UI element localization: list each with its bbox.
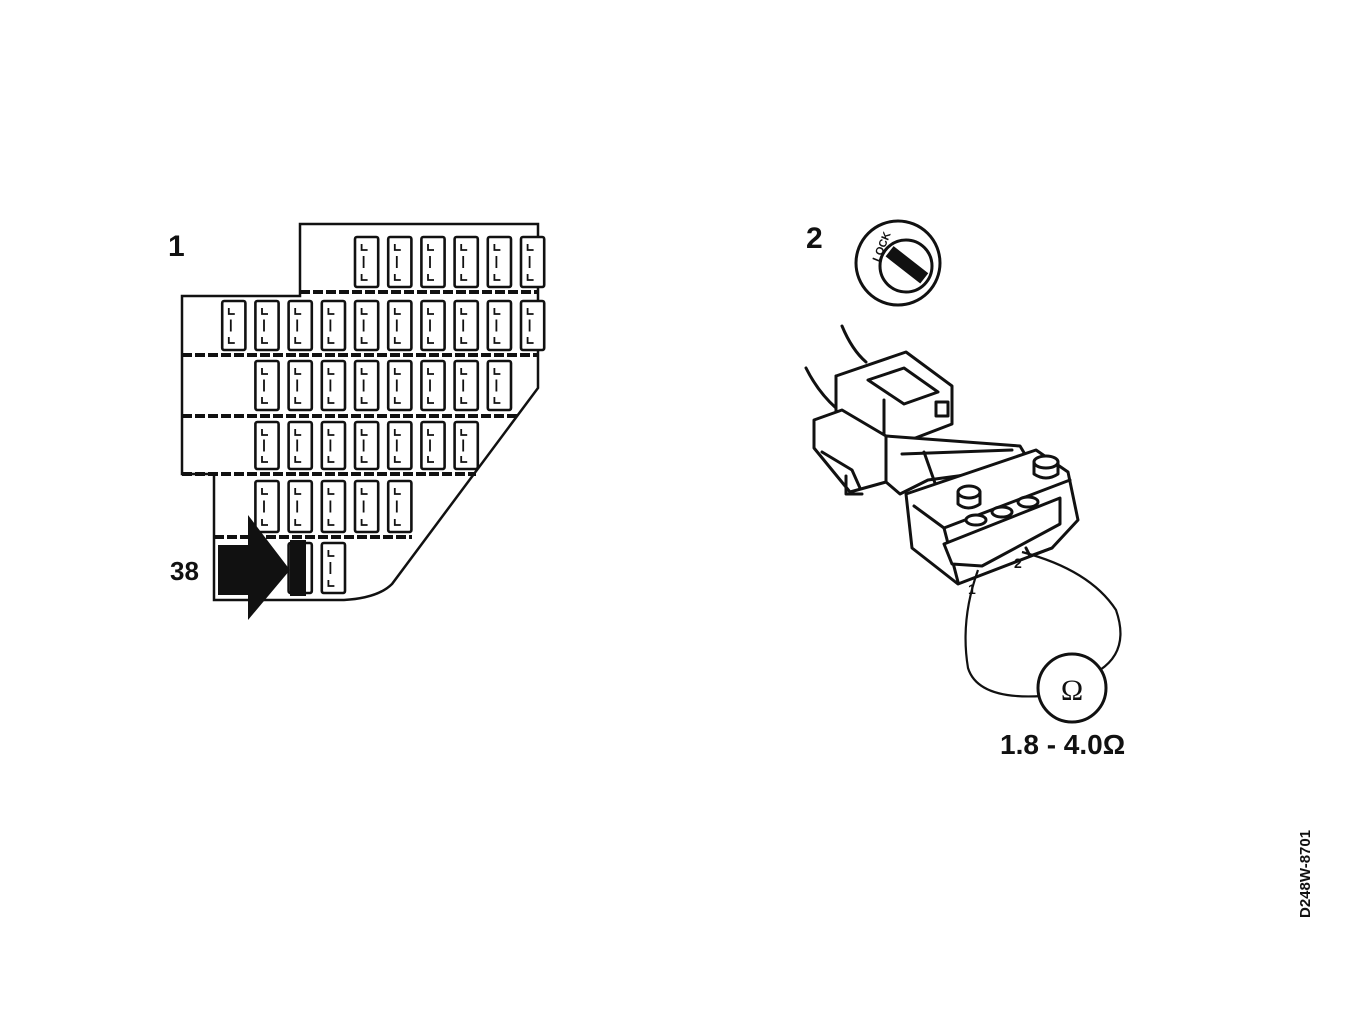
fuse-terminal-mark [493, 308, 501, 344]
fuse-number-label: 38 [170, 556, 199, 586]
fuse-terminal-mark [360, 488, 368, 526]
fuse-terminal-mark [427, 244, 434, 281]
fuse-terminal-mark [327, 429, 335, 463]
meter-lead-1 [964, 569, 1043, 698]
resistance-value: 1.8 - 4.0Ω [1000, 729, 1125, 760]
fuse-terminal-mark [393, 368, 401, 404]
figure-code: D248W-8701 [1297, 830, 1314, 918]
fuse-terminal-mark [294, 488, 302, 526]
fuse-terminal-mark [261, 308, 268, 344]
fuse-terminal-mark [427, 429, 434, 463]
fuse-terminal-mark [526, 244, 534, 281]
fuse-terminal-mark [460, 244, 468, 281]
ohm-symbol: Ω [1061, 674, 1083, 707]
fuse-terminal-mark [227, 308, 235, 344]
fuse-terminal-mark [526, 308, 534, 344]
fuse-terminal-mark [294, 429, 302, 463]
panel-1-label: 1 [168, 230, 185, 263]
fuse-terminal-mark [393, 488, 401, 526]
fuse-terminal-mark [360, 244, 368, 281]
ohmmeter-icon [1036, 652, 1108, 724]
arrow-right-icon [218, 515, 290, 620]
fuse-terminal-mark [327, 368, 335, 404]
fuse-terminal-mark [360, 368, 368, 404]
fuse-38-highlight [290, 540, 306, 596]
fuse-terminal-mark [360, 429, 368, 463]
fuse-terminal-mark [393, 308, 401, 344]
ignition-lock-icon: LOCK [854, 219, 942, 307]
fuse-terminal-mark [327, 488, 335, 526]
fuse-terminal-mark [327, 550, 335, 587]
pin-2-label: 2 [1014, 555, 1022, 571]
fuse-terminal-mark [261, 368, 268, 404]
fuse-terminal-mark [327, 308, 335, 344]
fuse-terminal-mark [294, 308, 302, 344]
fuse-terminal-mark [393, 244, 401, 281]
fuse-terminal-mark [294, 368, 302, 404]
connector-icon [804, 324, 1080, 586]
fuse-terminal-mark [360, 308, 368, 344]
fuse-terminal-mark [460, 429, 468, 463]
fuse-terminal-mark [460, 308, 468, 344]
fuse-box [180, 222, 540, 602]
panel-2-label: 2 [806, 222, 823, 255]
fuse-terminal-mark [393, 429, 401, 463]
figure-code-wrap: D248W-8701 [1297, 830, 1314, 918]
fuse-terminal-mark [460, 368, 468, 404]
fuse-terminal-mark [427, 368, 434, 404]
fuse-terminal-mark [493, 368, 501, 404]
fuse-slots [220, 235, 546, 595]
fuse-terminal-mark [427, 308, 434, 344]
fuse-terminal-mark [261, 429, 268, 463]
meter-lead-2 [1021, 550, 1122, 671]
fuse-terminal-mark [261, 488, 268, 526]
fuse-terminal-mark [493, 244, 501, 281]
